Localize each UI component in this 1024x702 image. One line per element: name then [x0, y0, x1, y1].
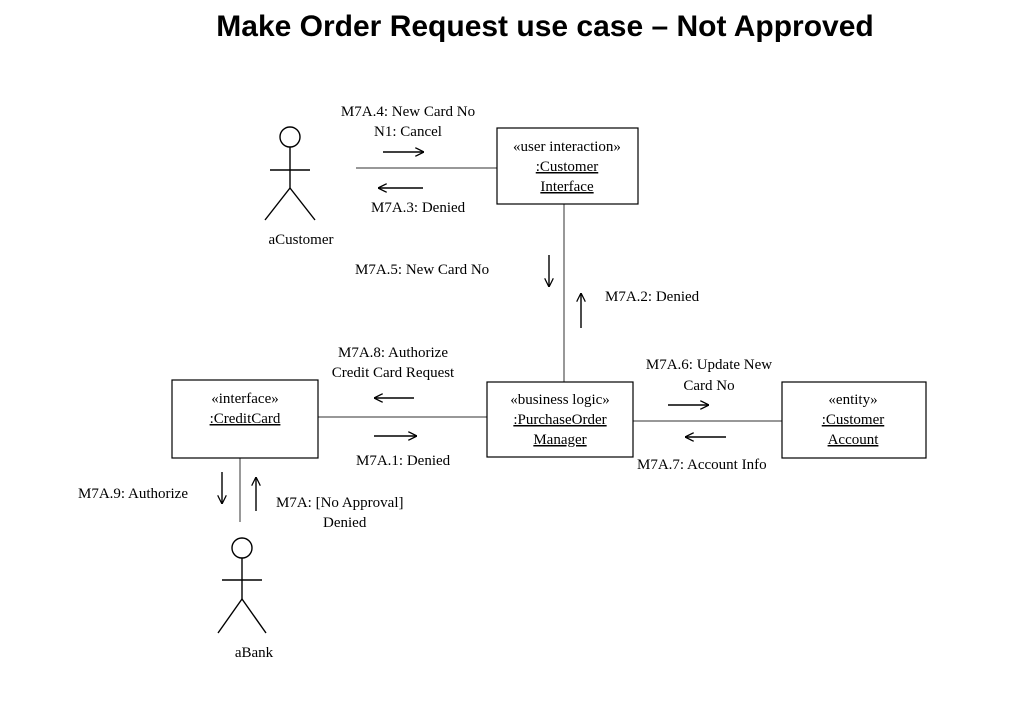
customer-account-name-line2: Account: [828, 432, 880, 448]
purchase-order-manager-name-line1: :PurchaseOrder: [513, 412, 606, 428]
customer-account-name-line1: :Customer: [822, 412, 885, 428]
message-m7a5-label: M7A.5: New Card No: [355, 262, 489, 278]
purchase-order-manager-object: «business logic» :PurchaseOrder Manager: [486, 381, 634, 458]
diagram-title: Make Order Request use case – Not Approv…: [216, 10, 874, 43]
credit-card-object: «interface» :CreditCard: [171, 379, 319, 459]
message-m7a8-label-line1: M7A.8: Authorize: [338, 345, 448, 361]
bank-actor-icon: [217, 537, 267, 634]
customer-actor-icon: [264, 126, 316, 221]
message-m7a3-label: M7A.3: Denied: [371, 200, 466, 216]
bank-actor-label: aBank: [235, 645, 274, 661]
customer-account-object: «entity» :Customer Account: [781, 381, 927, 459]
credit-card-stereotype: «interface»: [211, 391, 278, 407]
message-m7a8-label-line2: Credit Card Request: [332, 365, 455, 381]
message-m7a-label-line2: Denied: [323, 515, 367, 531]
message-m7a9-label: M7A.9: Authorize: [78, 486, 188, 502]
message-n1-label: N1: Cancel: [374, 124, 442, 140]
purchase-order-manager-stereotype: «business logic»: [510, 392, 610, 408]
message-m7a4-label: M7A.4: New Card No: [341, 104, 475, 120]
message-m7a-label-line1: M7A: [No Approval]: [276, 495, 404, 511]
message-m7a1-label: M7A.1: Denied: [356, 453, 451, 469]
customer-interface-name-line2: Interface: [540, 179, 594, 195]
customer-interface-stereotype: «user interaction»: [513, 139, 621, 155]
customer-interface-object: «user interaction» :Customer Interface: [496, 127, 639, 205]
message-m7a6-label-line1: M7A.6: Update New: [646, 357, 772, 373]
message-m7a2-label: M7A.2: Denied: [605, 289, 700, 305]
credit-card-name: :CreditCard: [210, 411, 281, 427]
message-m7a7-label: M7A.7: Account Info: [637, 457, 767, 473]
customer-actor-label: aCustomer: [269, 232, 334, 248]
customer-account-stereotype: «entity»: [828, 392, 877, 408]
message-m7a6-label-line2: Card No: [683, 378, 734, 394]
customer-interface-name-line1: :Customer: [536, 159, 599, 175]
purchase-order-manager-name-line2: Manager: [533, 432, 586, 448]
